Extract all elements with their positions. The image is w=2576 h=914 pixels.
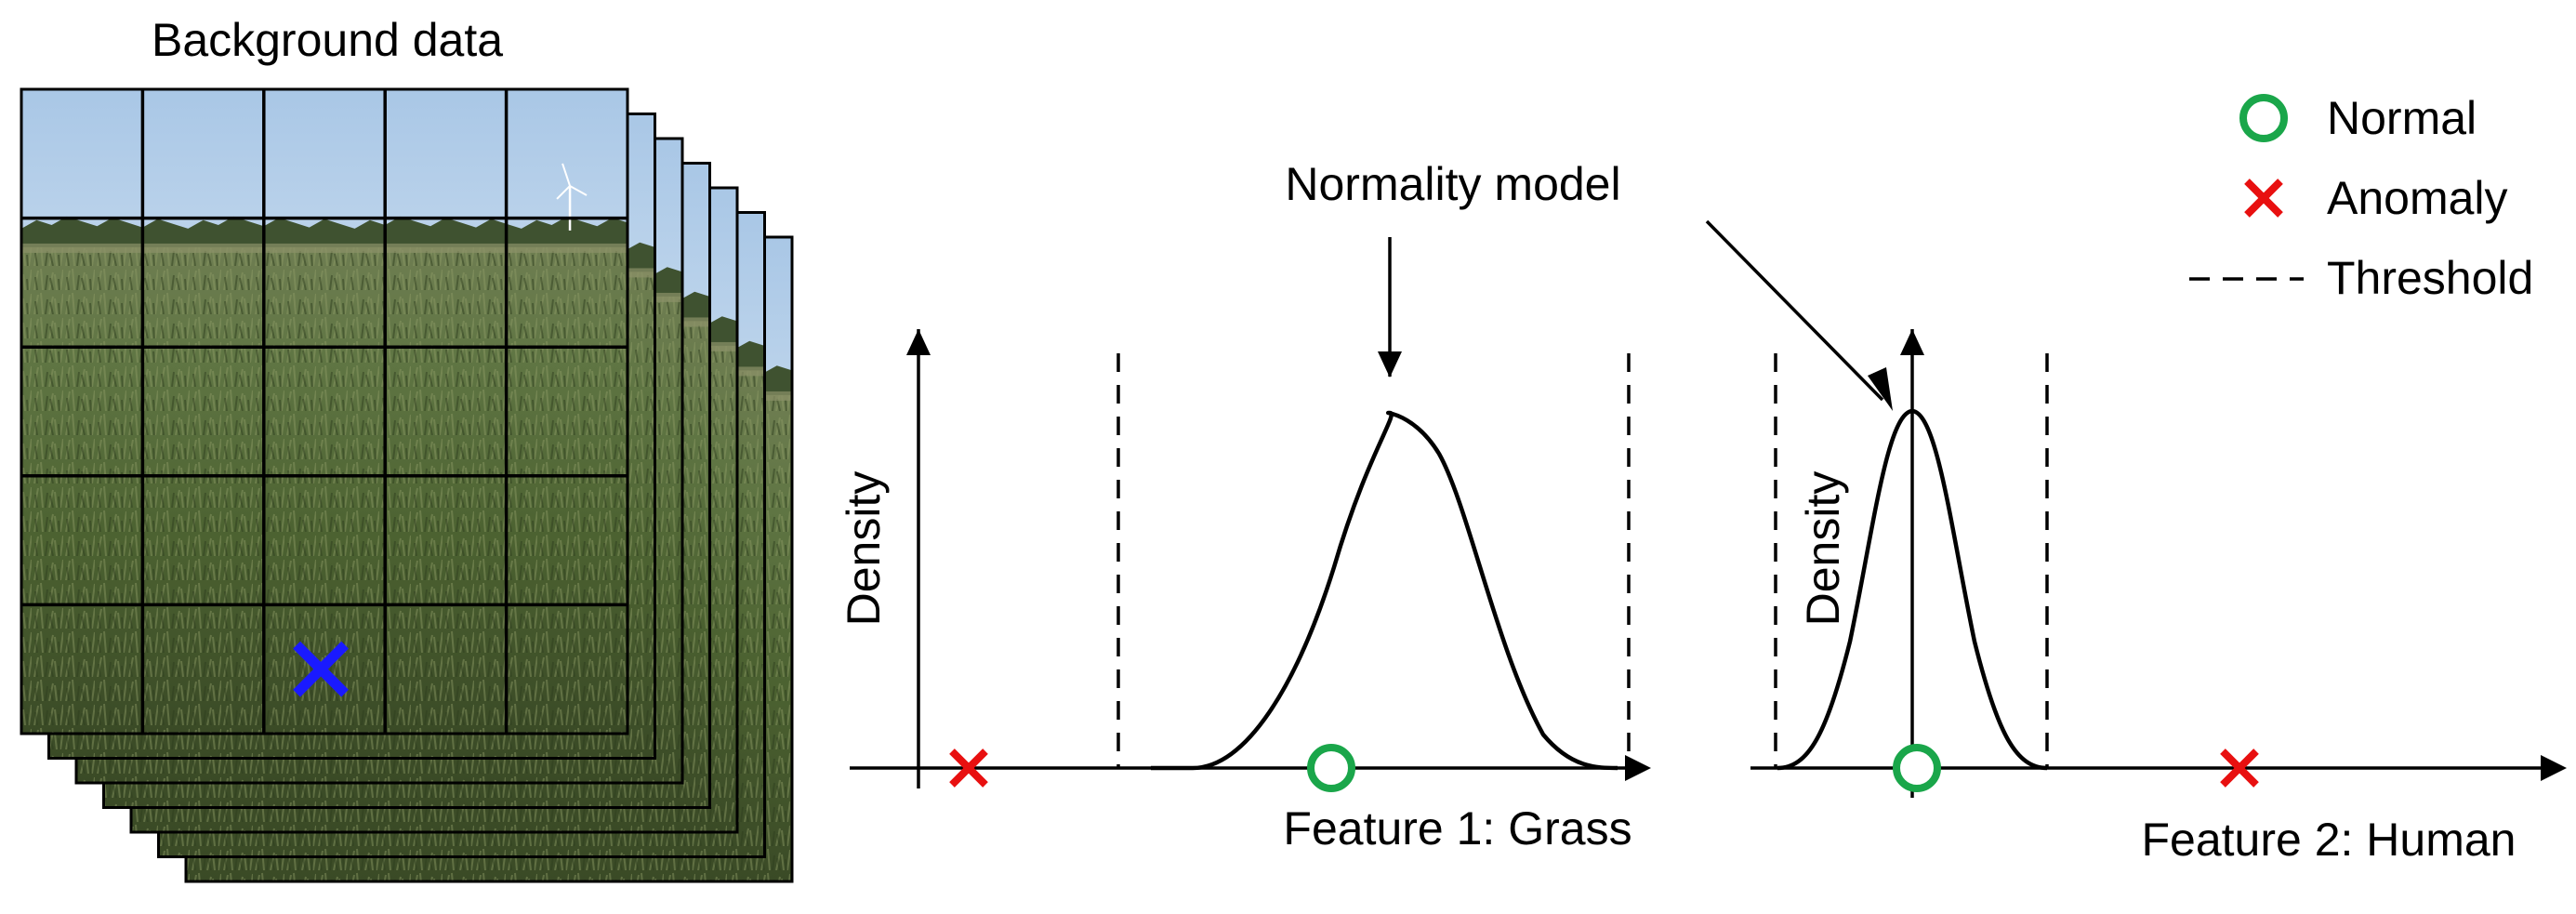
normality-model-arrowhead-2	[1868, 367, 1893, 411]
legend-anomaly-label: Anomaly	[2327, 172, 2508, 224]
plot-1-density-curve	[1151, 410, 1618, 771]
plot-2-density-curve	[1777, 408, 2048, 771]
plot-2-normal-marker	[1893, 744, 1941, 792]
normality-model-annotation: Normality model	[1285, 158, 1893, 411]
plot-1-x-axis-arrowhead	[1625, 755, 1651, 781]
plot-2-human: Density Feature 2: Human	[1750, 329, 2567, 866]
background-data-stack	[20, 87, 794, 883]
legend-normal-label: Normal	[2327, 92, 2477, 144]
plot-1-anomaly-marker	[949, 748, 988, 788]
patch-grid	[21, 89, 627, 734]
plot-1-x-label: Feature 1: Grass	[1283, 802, 1631, 854]
plot-1-y-axis-arrowhead	[906, 329, 931, 355]
plot-2-anomaly-marker	[2220, 748, 2259, 788]
normality-model-arrow-2	[1705, 219, 1884, 402]
plot-1-y-label: Density	[838, 471, 890, 627]
normality-model-arrowhead-1	[1378, 351, 1402, 378]
plot-1-grass: Density Feature 1: Grass	[838, 329, 1651, 854]
front-frame	[20, 87, 629, 735]
legend-threshold-label: Threshold	[2327, 252, 2533, 304]
legend-normal-icon	[2239, 94, 2288, 142]
plot-2-y-label: Density	[1797, 471, 1849, 627]
selected-patch-marker	[293, 641, 349, 697]
plot-2-x-label: Feature 2: Human	[2142, 814, 2517, 866]
plot-2-x-axis-arrowhead	[2541, 755, 2567, 781]
legend: Normal Anomaly Threshold	[2189, 92, 2533, 304]
normality-model-label: Normality model	[1285, 158, 1620, 210]
plot-1-normal-marker	[1307, 744, 1355, 792]
legend-anomaly-icon	[2244, 179, 2283, 218]
stack-title: Background data	[152, 14, 503, 66]
plot-2-y-axis-arrowhead	[1900, 329, 1924, 355]
